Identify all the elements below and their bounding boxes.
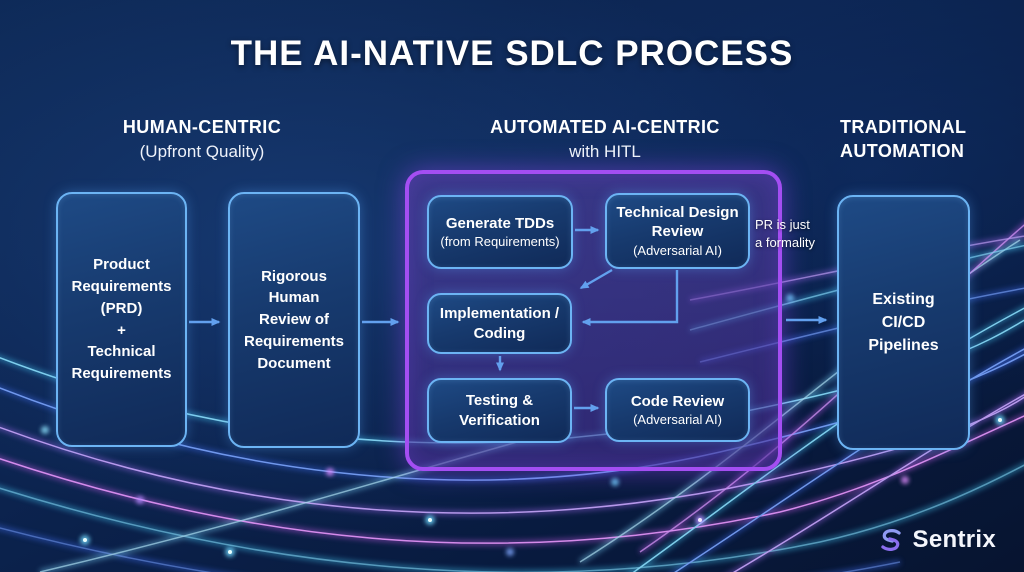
node-title: Testing & Verification <box>459 392 540 429</box>
node-title: Implementation / Coding <box>439 305 560 342</box>
node-title: Generate TDDs <box>445 214 555 232</box>
section-header-line2: (Upfront Quality) <box>139 141 265 161</box>
node-code-review: Code Review (Adversarial AI) <box>605 378 750 442</box>
node-title: Code Review <box>630 392 725 410</box>
section-header-line1: TRADITIONAL <box>840 117 967 137</box>
section-header-human-centric: HUMAN-CENTRIC (Upfront Quality) <box>62 117 342 162</box>
sentrix-s-icon <box>880 529 901 551</box>
glow-dots <box>41 246 1005 557</box>
node-existing-cicd-pipelines: Existing CI/CD Pipelines <box>837 195 970 450</box>
node-label: Product Requirements (PRD) + Technical R… <box>71 256 172 382</box>
pr-formality-annotation: PR is just a formality <box>755 217 815 250</box>
section-header-traditional-automation: TRADITIONAL AUTOMATION <box>840 117 1000 162</box>
node-label: Rigorous Human Review of Requirements Do… <box>243 267 345 372</box>
node-generate-tdds: Generate TDDs (from Requirements) <box>427 195 573 269</box>
node-subtitle: (from Requirements) <box>440 234 560 250</box>
node-title: Technical Design Review <box>616 203 739 241</box>
section-header-line1: HUMAN-CENTRIC <box>122 117 282 137</box>
node-subtitle: (Adversarial AI) <box>633 412 722 428</box>
node-label: Existing CI/CD Pipelines <box>868 290 939 355</box>
node-technical-design-review: Technical Design Review (Adversarial AI) <box>605 193 750 269</box>
section-header-line2: with HITL <box>569 141 641 161</box>
node-human-review: Rigorous Human Review of Requirements Do… <box>228 192 360 448</box>
node-product-requirements: Product Requirements (PRD) + Technical R… <box>56 192 187 447</box>
sentrix-logo: Sentrix <box>877 526 996 554</box>
section-header-line2: AUTOMATION <box>840 140 965 161</box>
node-implementation-coding: Implementation / Coding <box>427 293 572 354</box>
sentrix-wordmark: Sentrix <box>912 526 996 553</box>
section-header-line1: AUTOMATED AI-CENTRIC <box>490 117 720 137</box>
node-subtitle: (Adversarial AI) <box>633 242 722 258</box>
section-header-automated-ai-centric: AUTOMATED AI-CENTRIC with HITL <box>455 117 755 162</box>
page-title: THE AI-NATIVE SDLC PROCESS <box>230 34 794 73</box>
node-testing-verification: Testing & Verification <box>427 378 572 443</box>
